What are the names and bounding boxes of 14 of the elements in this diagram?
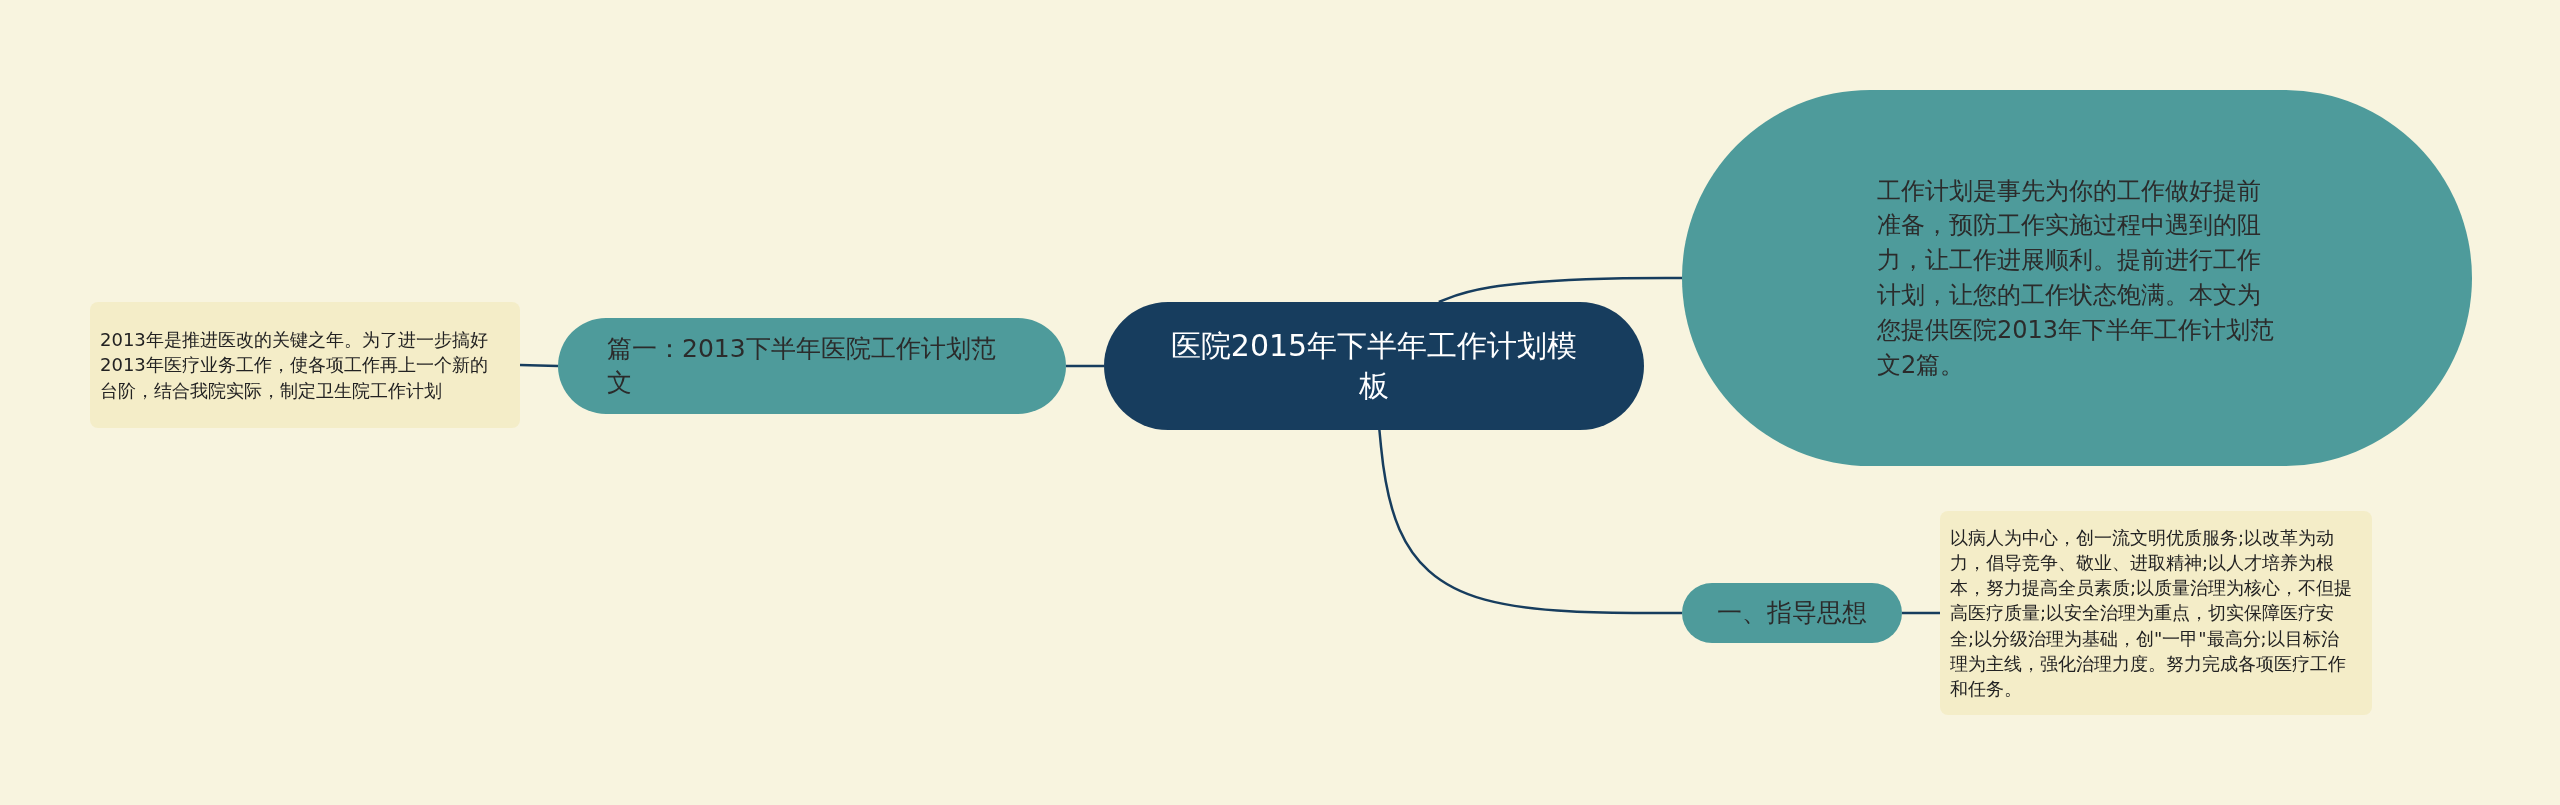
- topic-text: 一、指导思想: [1717, 597, 1867, 630]
- topic-text: 工作计划是事先为你的工作做好提前准备，预防工作实施过程中遇到的阻力，让工作进展顺利。提前进行工作计划，让您的工作状态饱满。本文为您提供医院2013年下半年工作计划范文2篇。: [1877, 175, 2276, 381]
- connector-line: [1902, 611, 1940, 615]
- connector-line: [519, 363, 559, 368]
- connector-line: [1438, 276, 1682, 304]
- note-card: [1940, 511, 2372, 715]
- topic-text: 医院2015年下半年工作计划模板: [1169, 326, 1579, 405]
- branch-topic: [1682, 583, 1902, 643]
- note-card: [90, 302, 520, 428]
- topic-text: 篇一：2013下半年医院工作计划范文: [607, 333, 997, 399]
- connector-line: [1066, 364, 1104, 368]
- connector-line: [1378, 429, 1682, 615]
- topic-text: 以病人为中心，创一流文明优质服务;以改革为动力，倡导竞争、敬业、进取精神;以人才培养为根本，努力提高全员素质;以质量治理为核心，不但提高医疗质量;以安全治理为重点，切实保障医疗安全;以分级治理为基础，创"一甲"最高分;以目标治理为主线，强化治理力度。努力完成各项医疗工作和任务。: [1950, 525, 2354, 701]
- topic-text: 2013年是推进医改的关键之年。为了进一步搞好2013年医疗业务工作，使各项工作再上一个新的台阶，结合我院实际，制定卫生院工作计划: [100, 328, 489, 403]
